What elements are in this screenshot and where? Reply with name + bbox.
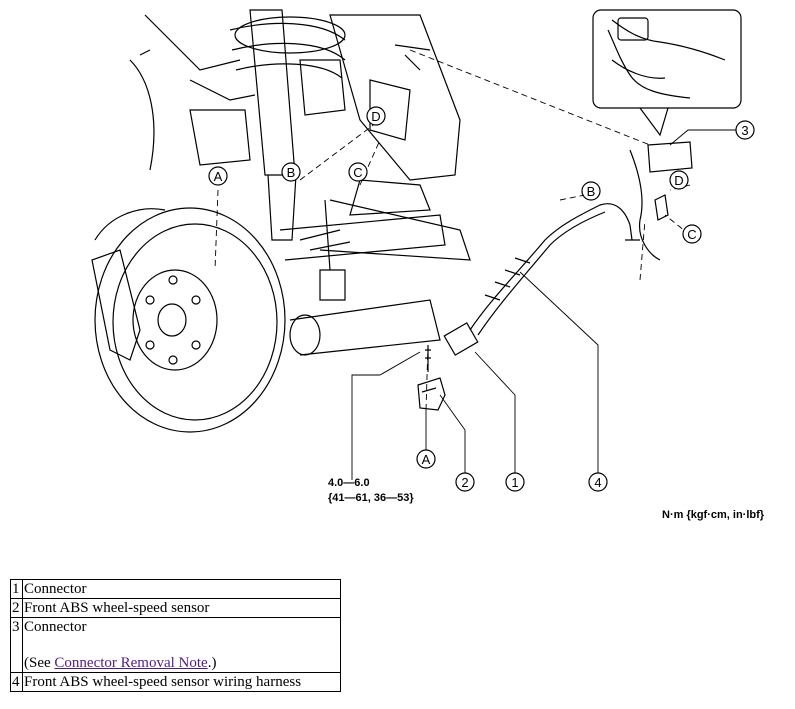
callout-1: 1 bbox=[505, 472, 525, 492]
callout-group: 1 2 3 4 A A B B C C D D bbox=[208, 106, 755, 492]
callout-label: 4 bbox=[594, 475, 601, 490]
table-row: 2 Front ABS wheel-speed sensor bbox=[10, 598, 341, 618]
torque-value: 4.0—6.0 bbox=[328, 477, 370, 489]
callout-label: D bbox=[371, 109, 380, 124]
callout-label: A bbox=[422, 452, 431, 467]
callout-label: C bbox=[353, 165, 362, 180]
callout-b-right: B bbox=[581, 181, 601, 201]
row-number: 1 bbox=[10, 579, 23, 599]
callout-circle bbox=[669, 170, 689, 190]
callout-circle bbox=[505, 472, 525, 492]
table-row: 1 Connector bbox=[10, 579, 341, 599]
torque-units-legend: N·m {kgf·cm, in·lbf} bbox=[662, 509, 765, 521]
leader-lines bbox=[351, 129, 740, 482]
removal-note: (See Connector Removal Note.) bbox=[24, 655, 217, 671]
drive-shaft bbox=[279, 199, 446, 356]
connector-removal-note-link[interactable]: Connector Removal Note bbox=[54, 655, 208, 671]
engine-bay bbox=[319, 14, 471, 261]
row-number: 4 bbox=[10, 672, 23, 692]
callout-label: B bbox=[587, 184, 596, 199]
row-description: Front ABS wheel-speed sensor wiring harn… bbox=[22, 672, 341, 692]
row-description: Connector (See Connector Removal Note.) bbox=[22, 617, 341, 673]
callout-d-right: D bbox=[669, 170, 689, 190]
torque-alt-units: {41—61, 36—53} bbox=[328, 492, 414, 504]
callout-c-left: C bbox=[348, 162, 368, 182]
row-number: 2 bbox=[10, 598, 23, 618]
callout-circle bbox=[416, 449, 436, 469]
detail-inset bbox=[592, 9, 742, 137]
callout-label: A bbox=[214, 169, 223, 184]
callout-circle bbox=[735, 120, 755, 140]
table-row: 3 Connector (See Connector Removal Note.… bbox=[10, 617, 341, 673]
row-description: Connector bbox=[22, 579, 341, 599]
callout-b-left: B bbox=[281, 162, 301, 182]
brake-disc bbox=[91, 207, 286, 433]
callout-a-lower: A bbox=[416, 449, 436, 469]
callout-d-left: D bbox=[366, 106, 386, 126]
callout-circle bbox=[348, 162, 368, 182]
row-number: 3 bbox=[10, 617, 23, 673]
callout-circle bbox=[455, 472, 475, 492]
callout-circle bbox=[581, 181, 601, 201]
callout-label: D bbox=[674, 173, 683, 188]
strut-assembly bbox=[129, 9, 346, 241]
row-description-text: Connector bbox=[24, 619, 87, 635]
sensor-harness bbox=[443, 141, 693, 356]
callout-a-upper: A bbox=[208, 166, 228, 186]
abs-sensor bbox=[417, 345, 446, 411]
callout-circle bbox=[366, 106, 386, 126]
exploded-parts-diagram: 1 2 3 4 A A B B C C D D 4.0—6.0 {41—61, 36—53} N·m … bbox=[91, 9, 765, 521]
row-description: Front ABS wheel-speed sensor bbox=[22, 598, 341, 618]
callout-label: B bbox=[287, 165, 296, 180]
callout-label: C bbox=[687, 227, 696, 242]
callout-3: 3 bbox=[735, 120, 755, 140]
callout-circle bbox=[281, 162, 301, 182]
parts-legend-table: 1 Connector 2 Front ABS wheel-speed sens… bbox=[10, 579, 341, 692]
callout-label: 1 bbox=[511, 475, 518, 490]
callout-label: 3 bbox=[741, 123, 748, 138]
table-row: 4 Front ABS wheel-speed sensor wiring ha… bbox=[10, 672, 341, 692]
callout-c-right: C bbox=[682, 224, 702, 244]
callout-2: 2 bbox=[455, 472, 475, 492]
callout-circle bbox=[682, 224, 702, 244]
callout-circle bbox=[208, 166, 228, 186]
callout-label: 2 bbox=[461, 475, 468, 490]
callout-4: 4 bbox=[588, 472, 608, 492]
callout-circle bbox=[588, 472, 608, 492]
